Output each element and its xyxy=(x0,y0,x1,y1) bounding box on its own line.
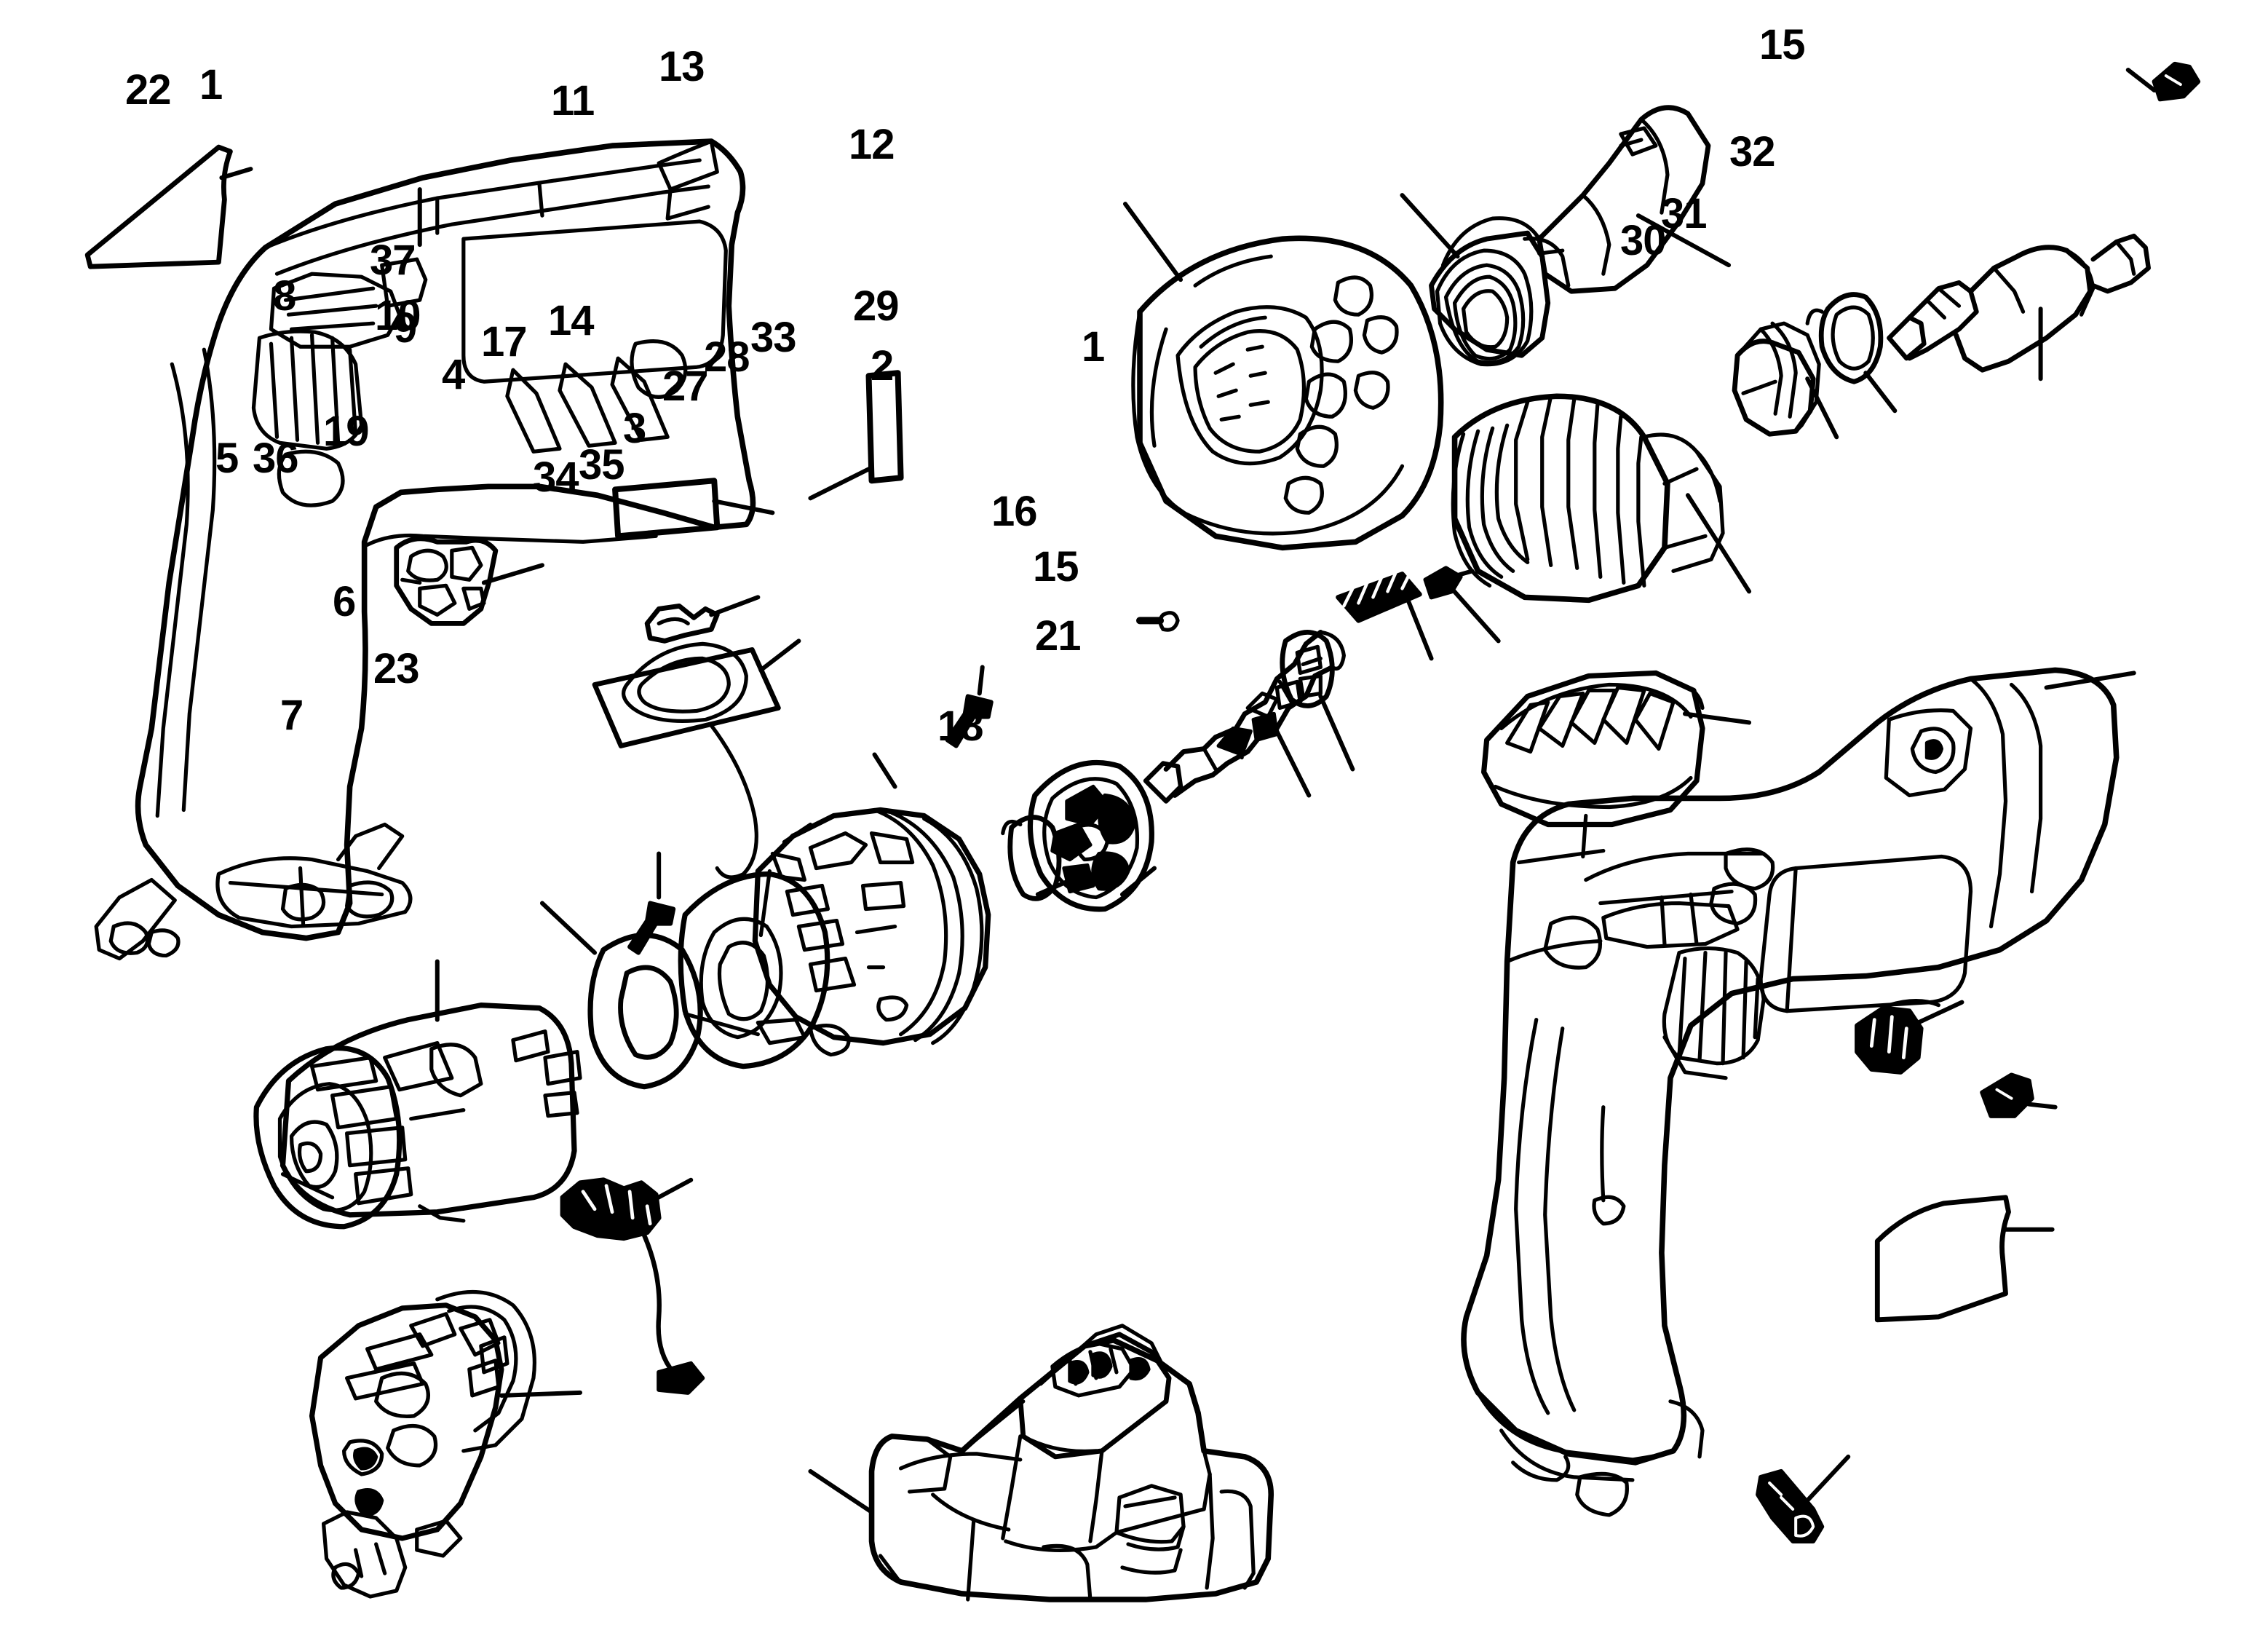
callout-number-5: 5 xyxy=(215,435,239,482)
part-23-battery xyxy=(868,1324,1274,1602)
part-16-terminal-clip xyxy=(1855,1005,1924,1075)
callout-number-12: 12 xyxy=(849,121,895,168)
callout-number-3: 3 xyxy=(623,405,646,452)
part-13-threaded-collar xyxy=(1429,216,1571,367)
callout-number-15: 15 xyxy=(1759,21,1806,68)
callout-number-28: 28 xyxy=(704,333,750,381)
callout-number-16: 16 xyxy=(991,488,1038,535)
part-36-oring xyxy=(587,932,703,1090)
part-17-screw xyxy=(945,694,994,748)
callout-number-2: 2 xyxy=(871,342,894,390)
callout-number-14: 14 xyxy=(548,297,595,344)
part-29-chuck xyxy=(1451,393,1725,604)
part-31-washer xyxy=(1805,292,1884,384)
callout-number-19: 19 xyxy=(323,408,370,455)
callout-number-9: 9 xyxy=(394,304,417,352)
callout-number-37: 37 xyxy=(370,237,416,284)
part-1-left-housing xyxy=(94,138,756,961)
part-15a-bit-tip xyxy=(2152,61,2201,102)
part-37-pads xyxy=(612,370,904,539)
callout-number-8: 8 xyxy=(273,272,296,320)
callout-number-15: 15 xyxy=(1033,543,1079,590)
part-18-screw xyxy=(1756,1468,1825,1543)
callout-number-18: 18 xyxy=(937,703,984,750)
callout-number-11: 11 xyxy=(551,77,595,124)
part-12-spindle-sleeve xyxy=(1537,105,1711,294)
callout-number-13: 13 xyxy=(659,43,705,90)
part-10-clip xyxy=(644,603,720,644)
part-5-motor xyxy=(253,1003,582,1230)
callout-number-27: 27 xyxy=(662,363,709,410)
callout-number-34: 34 xyxy=(533,454,579,501)
part-8-shuttle xyxy=(394,536,499,626)
callout-number-36: 36 xyxy=(253,435,299,482)
part-15b-screw xyxy=(1980,1072,2034,1118)
part-4-gearbox xyxy=(678,807,991,1069)
part-27-retainer xyxy=(1280,630,1335,708)
callout-number-31: 31 xyxy=(1661,190,1708,237)
callout-number-10: 10 xyxy=(375,292,421,339)
callout-number-22: 22 xyxy=(125,66,172,114)
part-2-trigger-pad xyxy=(1481,670,1705,828)
part-9-switch-plate xyxy=(592,641,781,879)
part-28-spring xyxy=(1336,569,1422,623)
part-22-decal xyxy=(84,144,233,269)
part-30-bushing xyxy=(1732,321,1821,437)
part-33-pin xyxy=(1423,566,1475,600)
callout-number-1: 1 xyxy=(199,61,223,108)
part-1-right-housing xyxy=(1461,667,2120,1517)
callout-number-30: 30 xyxy=(1620,217,1667,264)
part-19-screw xyxy=(627,901,676,955)
part-32-bit-holder xyxy=(1887,233,2151,373)
callout-number-23: 23 xyxy=(373,645,420,692)
part-21-decal xyxy=(1874,1195,2011,1323)
callout-number-32: 32 xyxy=(1729,128,1776,175)
callout-number-4: 4 xyxy=(442,351,465,398)
part-14-ball xyxy=(1136,611,1180,632)
part-11-clutch-collar xyxy=(1131,235,1444,551)
callout-number-1: 1 xyxy=(1082,323,1105,371)
part-7-switch xyxy=(309,1289,536,1599)
callout-number-21: 21 xyxy=(1035,612,1082,660)
callout-number-17: 17 xyxy=(481,318,528,365)
callout-number-7: 7 xyxy=(280,692,304,739)
callout-number-29: 29 xyxy=(853,282,900,330)
callout-number-6: 6 xyxy=(333,578,356,625)
part-3-spindle xyxy=(1143,629,1346,804)
callout-number-35: 35 xyxy=(579,441,625,489)
part-6-connector xyxy=(560,1177,705,1395)
callout-number-33: 33 xyxy=(750,314,797,361)
